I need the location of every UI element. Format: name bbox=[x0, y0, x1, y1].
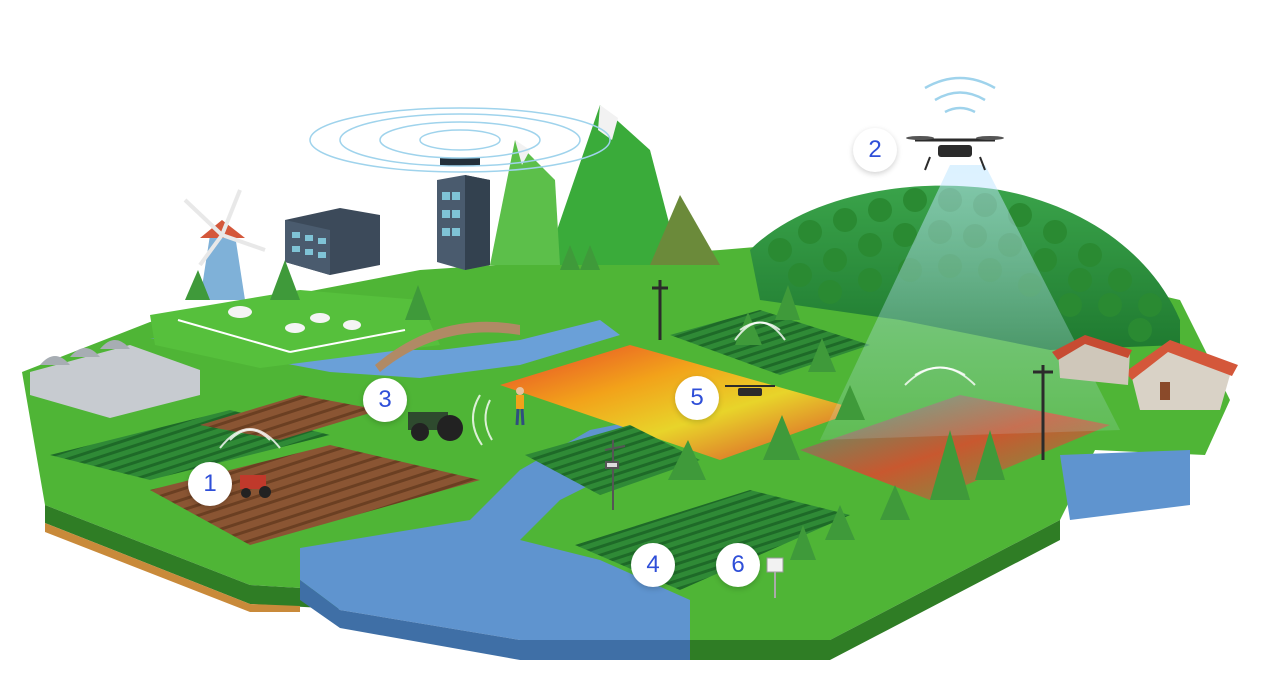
field-left bbox=[50, 395, 480, 545]
greenhouse-icon bbox=[30, 340, 200, 418]
marker-1[interactable]: 1 bbox=[188, 462, 232, 506]
weather-station-icon bbox=[604, 440, 626, 510]
soil-sensor-icon bbox=[766, 557, 784, 598]
power-pole-icon bbox=[652, 280, 1053, 460]
office-building-icon bbox=[285, 208, 380, 275]
farmer-icon bbox=[515, 387, 525, 426]
house-icon bbox=[1052, 335, 1238, 410]
bridge-icon bbox=[375, 321, 520, 372]
marker-6[interactable]: 6 bbox=[716, 543, 760, 587]
cow-icon bbox=[228, 306, 361, 333]
signal-waves-icon bbox=[309, 107, 611, 173]
drone-signal-icon bbox=[924, 76, 996, 114]
mountains bbox=[490, 105, 720, 265]
marker-4[interactable]: 4 bbox=[631, 543, 675, 587]
marker-3[interactable]: 3 bbox=[363, 378, 407, 422]
marker-2[interactable]: 2 bbox=[853, 128, 897, 172]
small-tractor-icon bbox=[240, 475, 271, 498]
tractor-icon bbox=[408, 412, 463, 441]
windmill-icon bbox=[183, 189, 266, 300]
field-signal-icon bbox=[219, 321, 976, 449]
marker-5[interactable]: 5 bbox=[675, 376, 719, 420]
spray-drone-icon bbox=[725, 385, 775, 396]
pine-trees bbox=[185, 245, 1005, 560]
drone-icon bbox=[906, 136, 1004, 171]
pasture bbox=[150, 290, 440, 368]
tower-building-icon bbox=[437, 158, 490, 270]
